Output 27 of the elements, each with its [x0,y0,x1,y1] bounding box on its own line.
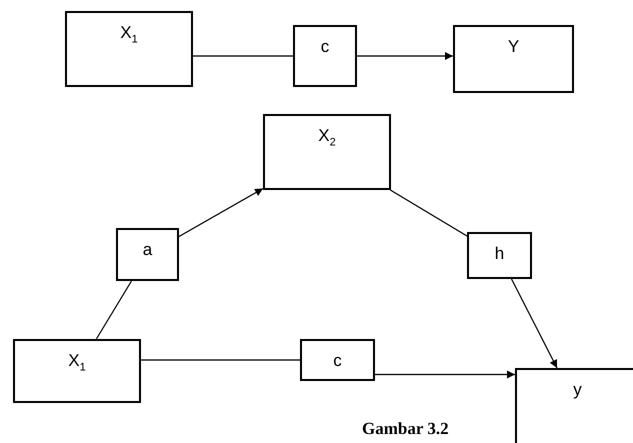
connector-line [390,189,468,237]
variable-label: y [573,380,582,401]
connector-line [96,280,132,340]
arrow [178,188,264,238]
variable-box [467,232,532,279]
variable-label: Y [508,37,520,58]
arrow [375,370,515,378]
connector-line [141,359,300,361]
variable-box [263,114,391,190]
variable-label: X$_{1}$ [120,23,138,48]
variable-box [453,25,574,93]
variable-label: c [320,37,330,58]
variable-box [515,368,633,443]
variable-box [65,11,193,87]
variable-label: X$_{1}$ [68,351,86,376]
figure-caption: Gambar 3.2 [362,419,449,439]
variable-box [300,339,375,381]
variable-label: c [333,351,342,372]
variable-label: X$_{2}$ [318,126,336,150]
arrow [357,52,453,60]
variable-label: h [494,244,504,265]
connector-line [193,55,293,57]
arrow [510,278,558,368]
variable-box [293,25,357,87]
variable-box [116,228,179,281]
variable-label: a [142,240,152,261]
variable-box [13,339,141,403]
